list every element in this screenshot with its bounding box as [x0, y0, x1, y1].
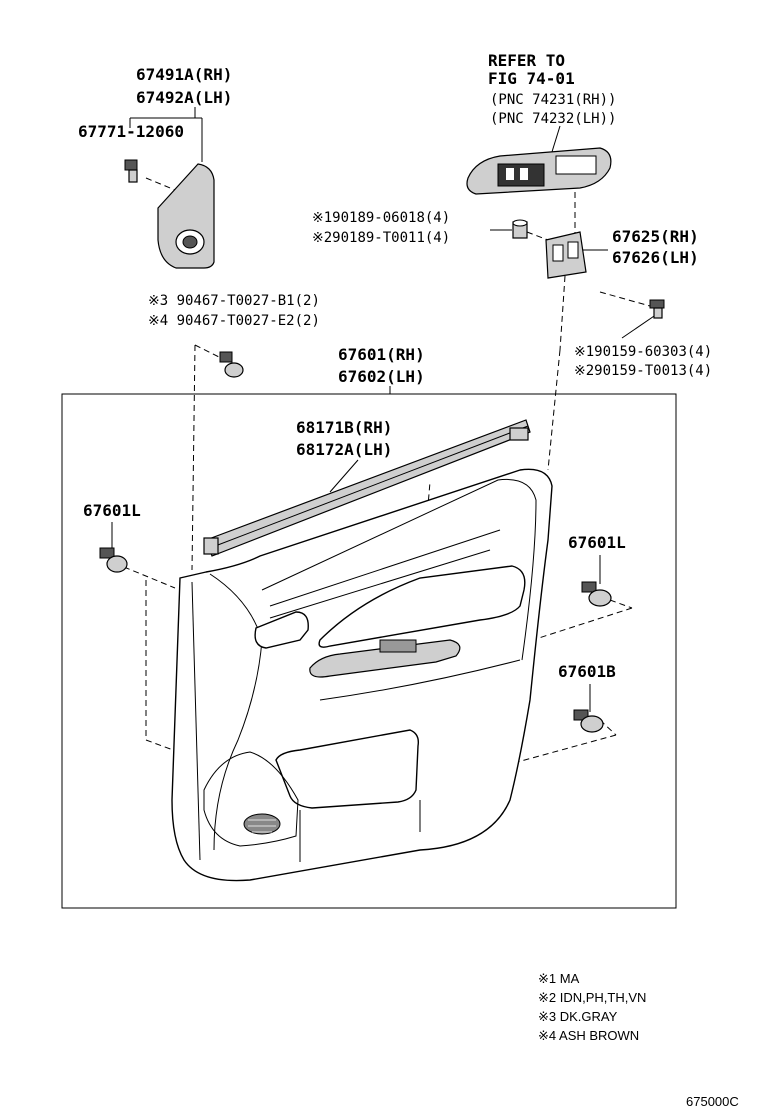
nut-icon[interactable] [512, 219, 528, 239]
leader-lines [111, 107, 661, 712]
switch-bracket[interactable] [545, 231, 587, 279]
label-clip-dkgray[interactable]: ※3 90467-T0027-B1(2) [148, 293, 320, 309]
belt-weatherstrip[interactable] [203, 419, 531, 557]
label-garnish-lh[interactable]: 67492A(LH) [136, 88, 232, 107]
label-screw-ma[interactable]: ※190159-60303(4) [574, 344, 712, 360]
legend: ※1 MA ※2 IDN,PH,TH,VN ※3 DK.GRAY ※4 ASH … [538, 971, 646, 1043]
window-switch[interactable] [466, 147, 612, 195]
legend-item-1: ※1 MA [538, 971, 580, 986]
label-refer-fig[interactable]: FIG 74-01 [488, 69, 575, 88]
speaker-grille-icon [248, 819, 276, 833]
clip-b-icon[interactable] [573, 709, 604, 733]
label-weatherstrip-rh[interactable]: 68171B(RH) [296, 418, 392, 437]
trim-clip-icon[interactable] [219, 351, 244, 378]
label-screw-idn[interactable]: ※290159-T0013(4) [574, 363, 712, 379]
label-clip-left[interactable]: 67601L [83, 501, 141, 520]
label-garnish-rh[interactable]: 67491A(RH) [136, 65, 232, 84]
label-nut-ma[interactable]: ※190189-06018(4) [312, 210, 450, 226]
garnish-clip-icon[interactable] [124, 159, 138, 183]
label-nut-idn[interactable]: ※290189-T0011(4) [312, 230, 450, 246]
clip-left-icon[interactable] [99, 547, 128, 573]
label-clip-right[interactable]: 67601L [568, 533, 626, 552]
door-garnish[interactable] [157, 163, 215, 269]
label-weatherstrip-lh[interactable]: 68172A(LH) [296, 440, 392, 459]
label-refer-pnc-lh[interactable]: (PNC 74232(LH)) [490, 111, 616, 127]
panel-frame [61, 393, 677, 909]
label-garnish-clip[interactable]: 67771-12060 [78, 122, 184, 141]
label-refer-pnc-rh[interactable]: (PNC 74231(RH)) [490, 92, 616, 108]
label-bracket-lh[interactable]: 67626(LH) [612, 248, 699, 267]
figure-code: 675000C [686, 1094, 739, 1109]
clip-right-icon[interactable] [581, 581, 612, 607]
label-panel-rh[interactable]: 67601(RH) [338, 345, 425, 364]
door-trim-panel[interactable] [171, 468, 553, 882]
legend-item-4: ※4 ASH BROWN [538, 1028, 639, 1043]
label-refer-to: REFER TO [488, 51, 565, 70]
label-bracket-rh[interactable]: 67625(RH) [612, 227, 699, 246]
legend-item-3: ※3 DK.GRAY [538, 1009, 618, 1024]
screw-icon[interactable] [649, 299, 665, 319]
label-clip-ashbrown[interactable]: ※4 90467-T0027-E2(2) [148, 313, 320, 329]
label-clip-b[interactable]: 67601B [558, 662, 616, 681]
label-panel-lh[interactable]: 67602(LH) [338, 367, 425, 386]
legend-item-2: ※2 IDN,PH,TH,VN [538, 990, 646, 1005]
